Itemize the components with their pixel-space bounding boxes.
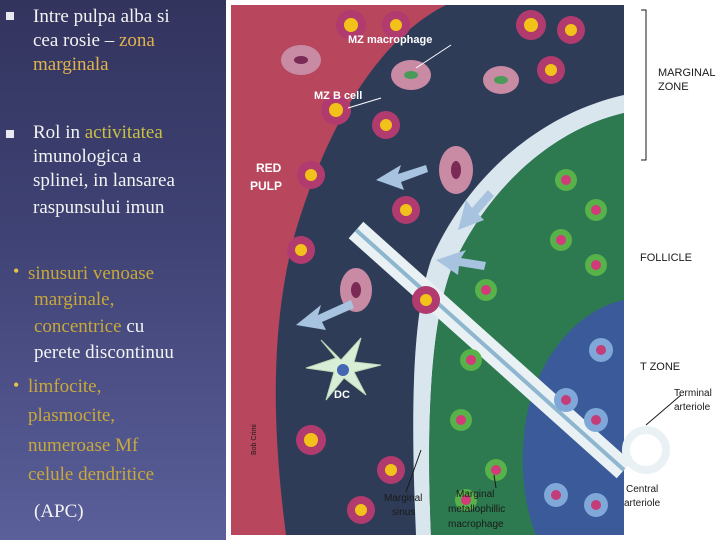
t-cell-nucleus [591,415,601,425]
bullet-3-line-4: perete discontinuu [34,341,174,364]
follicular-b-cell-nucleus [491,465,501,475]
bullet-square-icon [6,12,14,20]
artist-credit: Bob Crimi [251,424,258,455]
bullet-1-line-2-text: cea rosie – [33,30,119,51]
bullet-1-line-2: cea rosie – zona [33,29,155,52]
b-cell-nucleus [390,19,402,31]
t-cell-nucleus [596,345,606,355]
bullet-dot-icon: • [13,261,19,282]
b-cell-nucleus [380,119,392,131]
label-t-zone: T ZONE [640,361,680,373]
b-cell-nucleus [355,504,367,516]
bullet-4-line-2: plasmocite, [28,404,115,427]
follicular-b-cell-nucleus [556,235,566,245]
bullet-1-line-3: marginala [33,53,109,76]
follicular-b-cell-nucleus [591,260,601,270]
mz-macrophage-nucleus [404,71,418,79]
label-red-pulp-line-2: PULP [250,179,282,193]
bullet-4-line-5: (APC) [34,500,84,523]
follicular-b-cell-nucleus [561,175,571,185]
b-cell-nucleus [304,433,318,447]
bullet-2-line-2: imunologica a [33,145,141,168]
label-mmm-line-1: Marginal [456,489,494,500]
bullet-4-line-1: limfocite, [28,375,101,398]
label-follicle: FOLLICLE [640,252,692,264]
label-central-arteriole-line-1: Central [626,484,658,495]
t-cell-nucleus [551,490,561,500]
bullet-3-line-3-text: cu [122,316,145,337]
bullet-2-line-4: raspunsului imun [33,196,164,219]
bullet-2-line-1: Rol in activitatea [33,121,163,144]
mz-macrophage-nucleus [351,282,361,298]
bullet-2-line-3: splinei, in lansarea [33,169,175,192]
bullet-2-highlight-activitatea: activitatea [85,122,163,143]
bullet-4-line-4: celule dendritice [28,463,154,486]
bullet-3-line-3: concentrice cu [34,315,144,338]
t-cell-nucleus [591,500,601,510]
label-central-arteriole-line-2: arteriole [624,498,661,509]
bullet-1-line-1: Intre pulpa alba si [33,5,170,28]
b-cell-nucleus [344,18,358,32]
b-cell-nucleus [420,294,432,306]
label-marginal-zone-line-1: MARGINAL [658,67,715,79]
label-mz-macrophage: MZ macrophage [348,34,432,46]
label-mmm-line-3: macrophage [448,519,504,530]
mz-macrophage-nucleus [494,76,508,84]
bullet-square-icon [6,130,14,138]
label-mmm-line-2: metallophillic [448,504,505,515]
label-dc: DC [334,389,350,401]
follicular-b-cell-nucleus [481,285,491,295]
label-terminal-arteriole-line-1: Terminal [674,388,712,399]
follicular-b-cell-nucleus [466,355,476,365]
b-cell-nucleus [400,204,412,216]
bullet-1-highlight-zona: zona [119,30,155,51]
t-cell-nucleus [561,395,571,405]
label-mz-b-cell: MZ B cell [314,90,362,102]
text-panel: Intre pulpa alba si cea rosie – zona mar… [0,0,226,540]
mz-macrophage-nucleus [451,161,461,179]
label-red-pulp-line-1: RED [256,161,282,175]
b-cell-nucleus [329,103,343,117]
marginal-zone-diagram: MZ macrophage MZ B cell RED PULP DC MARG… [226,0,720,540]
b-cell-nucleus [305,169,317,181]
label-marginal-sinus-line-1: Marginal [384,493,422,504]
bullet-2-line-1-text: Rol in [33,122,85,143]
b-cell-nucleus [524,18,538,32]
follicular-b-cell-nucleus [591,205,601,215]
label-marginal-zone-line-2: ZONE [658,81,689,93]
bullet-3-line-2: marginale, [34,288,114,311]
bullet-4-line-3: numeroase Mf [28,434,138,457]
follicular-b-cell-nucleus [456,415,466,425]
bullet-3-line-1: sinusuri venoase [28,262,154,285]
label-terminal-arteriole-line-2: arteriole [674,402,711,413]
b-cell-nucleus [385,464,397,476]
spleen-marginal-zone-illustration: MZ macrophage MZ B cell RED PULP DC MARG… [226,0,720,540]
label-marginal-sinus-line-2: sinus [392,507,415,518]
b-cell-nucleus [565,24,577,36]
dendritic-cell-nucleus [337,364,349,376]
b-cell-nucleus [545,64,557,76]
b-cell-nucleus [295,244,307,256]
bullet-dot-icon: • [13,375,19,396]
bullet-3-highlight-concentrice: concentrice [34,316,122,337]
mz-macrophage-nucleus [294,56,308,64]
